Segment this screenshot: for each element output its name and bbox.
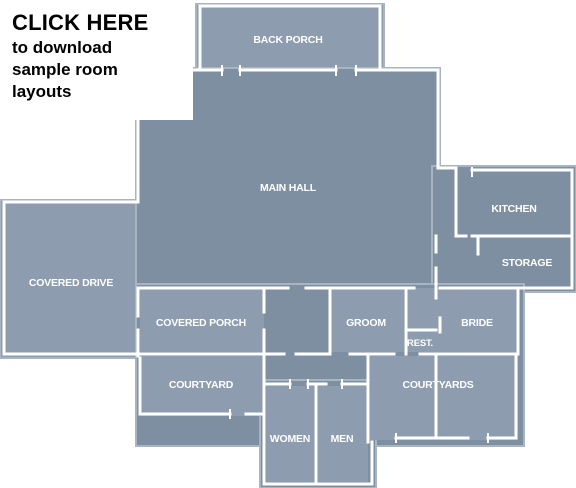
room-label-main-hall[interactable]: MAIN HALL: [260, 182, 317, 194]
cta-title[interactable]: CLICK HERE: [12, 10, 149, 35]
cta-line-2[interactable]: sample room: [12, 60, 118, 79]
cta-line-1[interactable]: to download: [12, 38, 113, 57]
room-label-storage[interactable]: STORAGE: [502, 257, 553, 269]
room-label-men[interactable]: MEN: [331, 433, 354, 445]
room-label-rest[interactable]: REST.: [407, 338, 433, 349]
room-label-groom[interactable]: GROOM: [346, 317, 386, 329]
room-label-covered-porch[interactable]: COVERED PORCH: [156, 317, 246, 329]
room-labels: BACK PORCH MAIN HALL KITCHEN STORAGE COV…: [29, 34, 553, 445]
download-layouts-link[interactable]: CLICK HERE to download sample room layou…: [8, 8, 193, 120]
room-fills: [140, 288, 518, 482]
room-label-bride[interactable]: BRIDE: [461, 317, 493, 329]
room-label-back-porch[interactable]: BACK PORCH: [253, 34, 322, 46]
room-label-kitchen[interactable]: KITCHEN: [491, 203, 536, 215]
courtyard-wall: [138, 356, 232, 416]
courtyards-wall: [486, 354, 518, 440]
room-label-women[interactable]: WOMEN: [270, 433, 311, 445]
covered-drive-wall: [2, 200, 138, 356]
room-label-courtyards[interactable]: COURTYARDS: [402, 379, 474, 391]
back-porch-wall: [198, 4, 382, 72]
kitchen-wall: [470, 168, 574, 290]
cta-line-3[interactable]: layouts: [12, 82, 72, 101]
walls: [2, 4, 574, 486]
women-wall: [262, 352, 374, 486]
room-label-courtyard[interactable]: COURTYARD: [169, 379, 234, 391]
room-label-covered-drive[interactable]: COVERED DRIVE: [29, 277, 114, 289]
